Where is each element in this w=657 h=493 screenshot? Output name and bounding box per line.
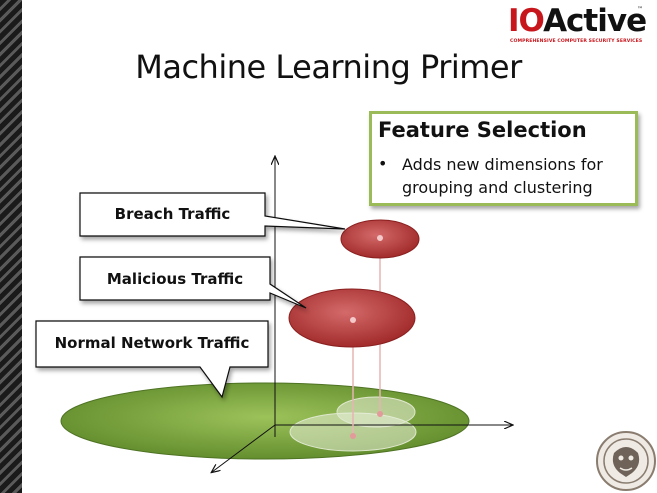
normal-callout-box — [35, 320, 269, 399]
slide-title: Machine Learning Primer — [135, 48, 522, 86]
emblem-icon — [596, 431, 656, 491]
malicious-callout-box — [79, 256, 307, 309]
breach-traffic-label: Breach Traffic — [114, 205, 231, 223]
malicious-point — [350, 317, 356, 323]
malicious-traffic-label: Malicious Traffic — [106, 270, 244, 288]
logo-tagline: COMPREHENSIVE COMPUTER SECURITY SERVICES — [510, 39, 643, 44]
normal-traffic-label: Normal Network Traffic — [54, 334, 250, 352]
bullet-icon: • — [378, 154, 388, 173]
breach-projection — [336, 396, 416, 428]
feature-selection-title: Feature Selection — [378, 118, 587, 142]
breach-callout-box — [79, 192, 346, 237]
breach-projection-point — [377, 411, 383, 417]
feature-selection-box: Feature Selection • Adds new dimensions … — [369, 111, 638, 206]
malicious-projection-point — [350, 433, 356, 439]
y-axis — [212, 424, 276, 472]
ioactive-logo: IOActive ™ COMPREHENSIVE COMPUTER SECURI… — [508, 4, 648, 46]
logo-io: IO — [508, 3, 544, 39]
decorative-stripe — [0, 0, 22, 493]
logo-wordmark: IOActive — [508, 3, 647, 39]
logo-active: Active — [543, 3, 647, 39]
breach-point — [377, 235, 383, 241]
feature-selection-bullet-text: Adds new dimensions for grouping and clu… — [402, 155, 603, 197]
logo-trademark: ™ — [637, 6, 643, 13]
